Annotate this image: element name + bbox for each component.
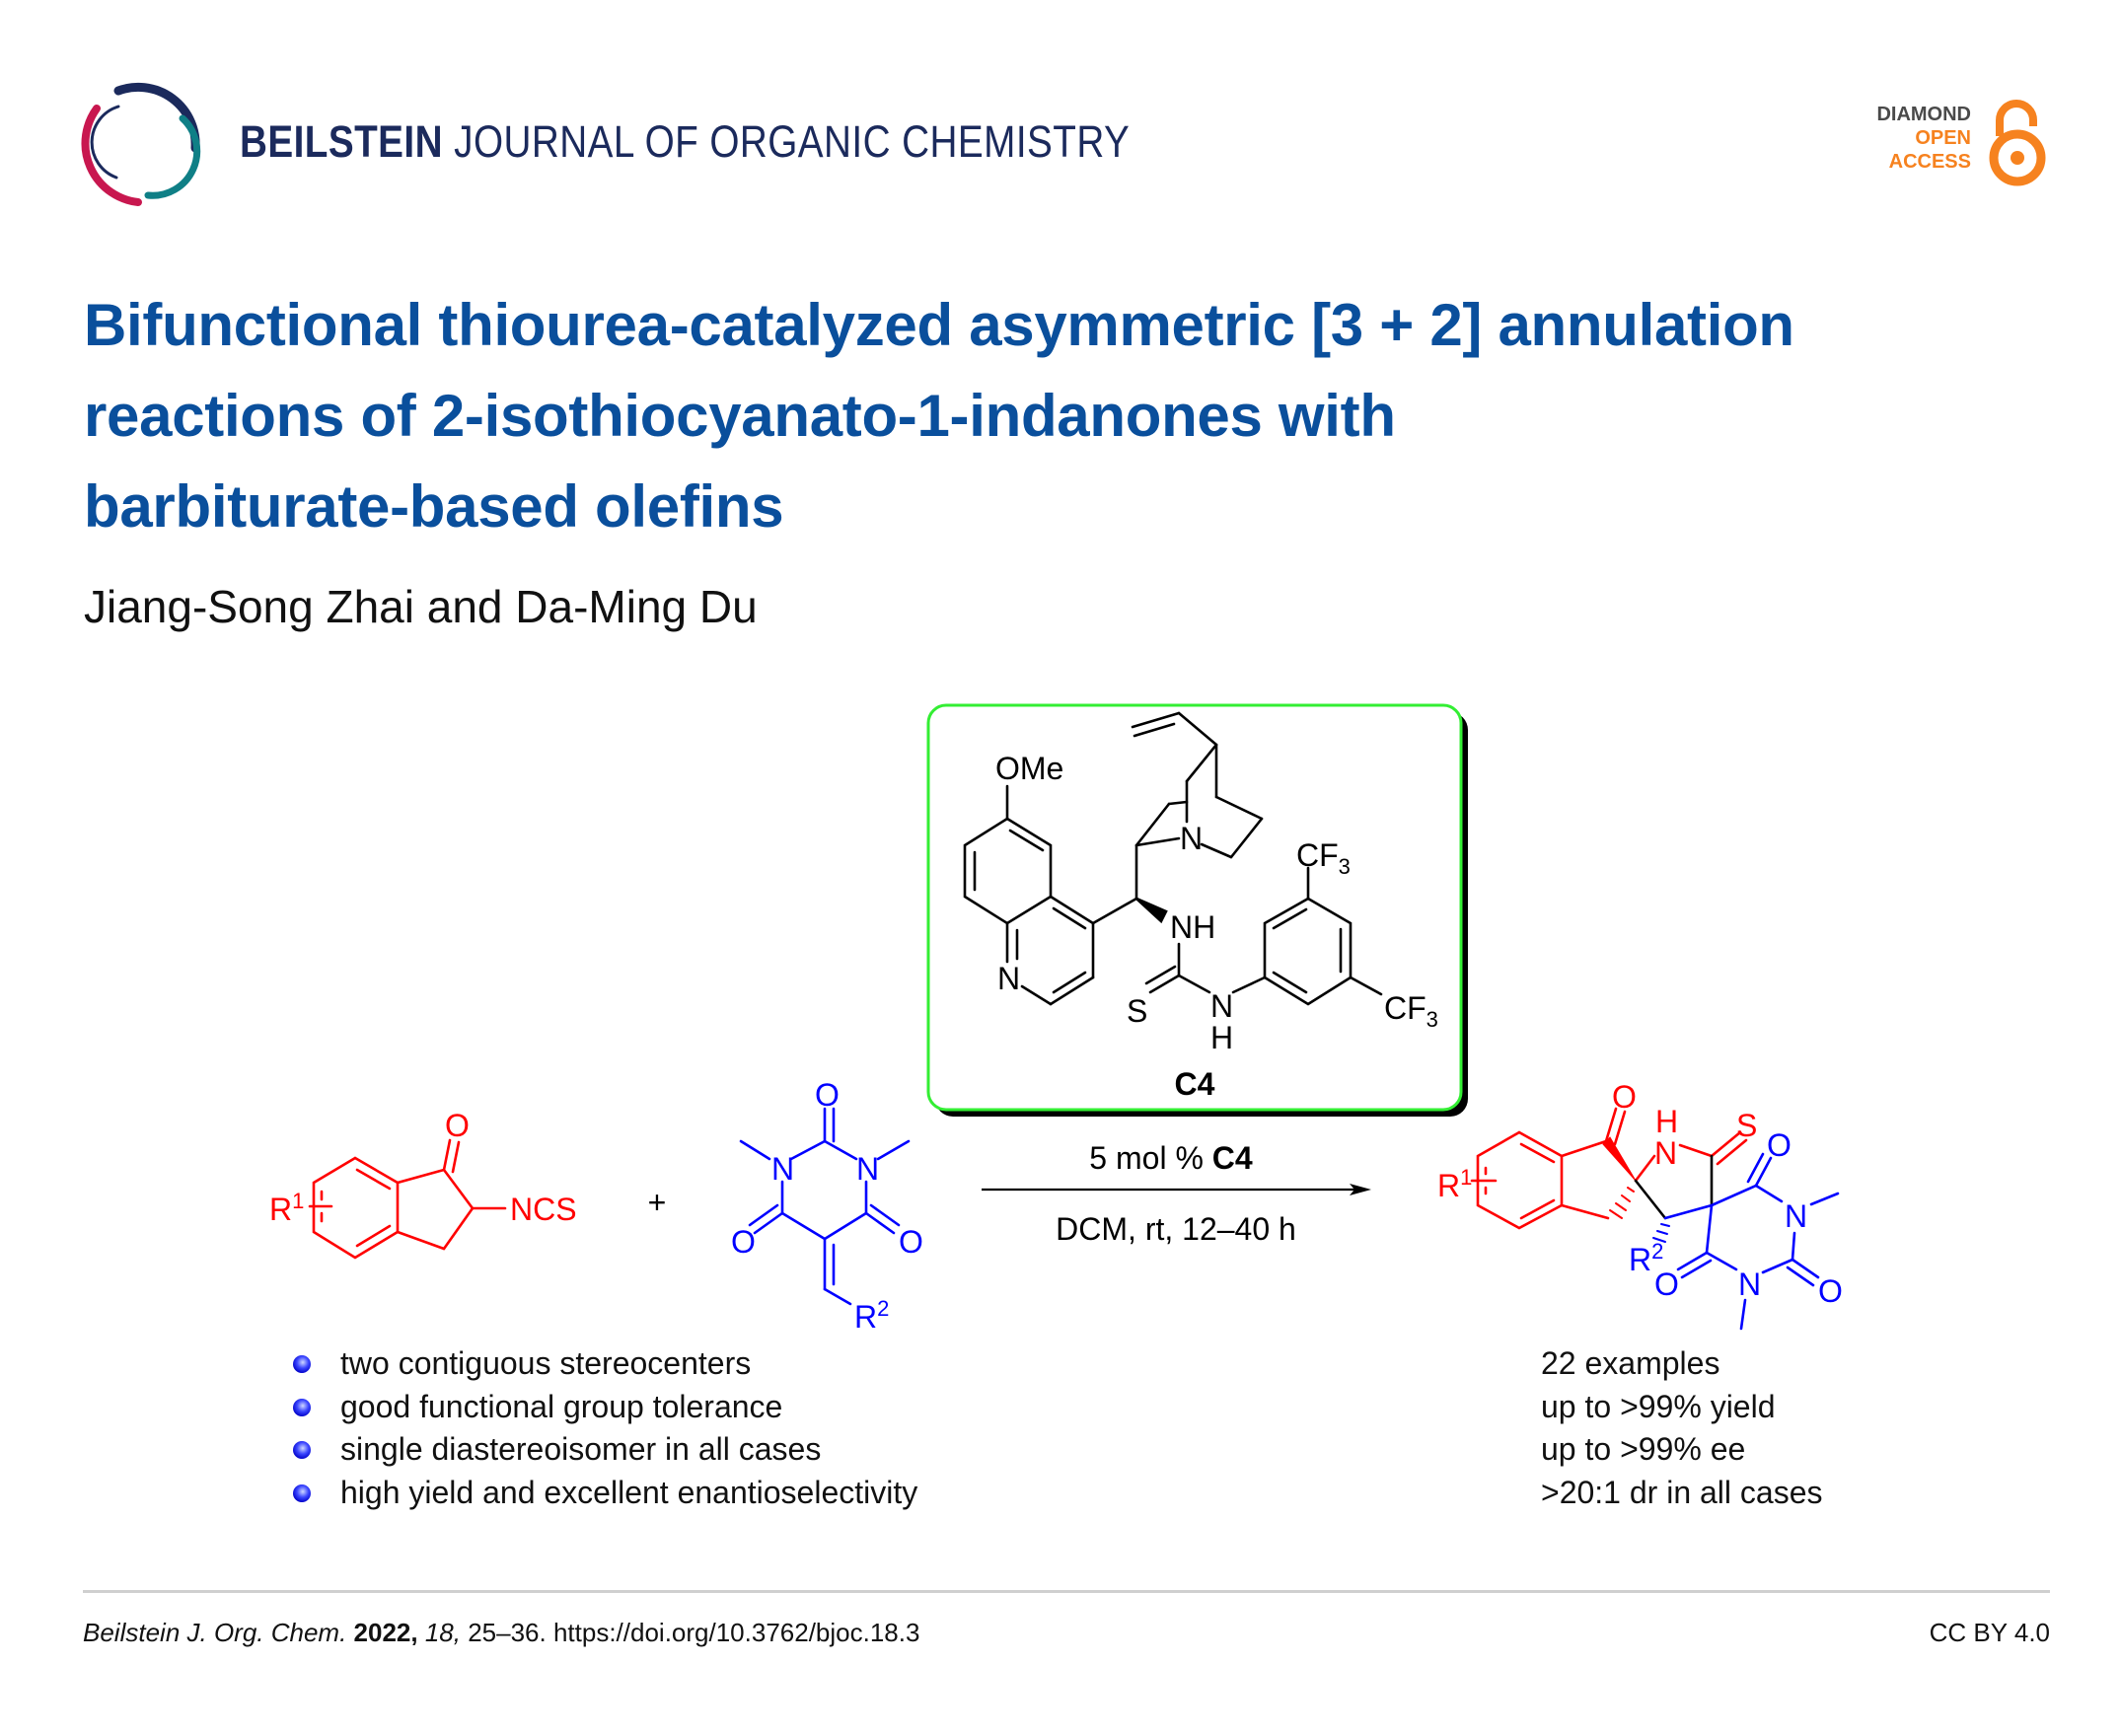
- n-label: N: [771, 1151, 794, 1187]
- thiourea-h-label: H: [1210, 1020, 1233, 1055]
- catalyst-box: [926, 703, 1468, 1117]
- diamond-open-access-badge: DIAMOND OPEN ACCESS: [1855, 100, 2052, 191]
- nh-label: NH: [1170, 909, 1215, 945]
- o-label: O: [1612, 1079, 1637, 1115]
- catalyst-structure: [963, 711, 1383, 1006]
- product-structure: [1470, 1107, 1840, 1331]
- citation-journal: Beilstein J. Org. Chem.: [83, 1618, 347, 1647]
- results-list: 22 examples up to >99% yield up to >99% …: [1541, 1345, 1823, 1517]
- citation: Beilstein J. Org. Chem. 2022, 18, 25–36.…: [83, 1618, 919, 1648]
- bullet-icon: [293, 1483, 311, 1502]
- feature-text: high yield and excellent enantioselectiv…: [340, 1474, 918, 1510]
- oa-line-open: OPEN: [1915, 127, 1971, 149]
- feature-text: two contiguous stereocenters: [340, 1345, 752, 1381]
- citation-year: 2022,: [346, 1618, 418, 1647]
- oa-line-diamond: DIAMOND: [1876, 104, 1971, 125]
- cf3-right-label: CF3: [1384, 990, 1438, 1032]
- journal-name-bold: BEILSTEIN: [240, 116, 443, 167]
- article-title: Bifunctional thiourea-catalyzed asymmetr…: [84, 280, 1794, 552]
- title-line: reactions of 2-isothiocyanato-1-indanone…: [84, 383, 1396, 449]
- bullet-icon: [293, 1441, 311, 1459]
- quinoline-n-label: N: [997, 961, 1020, 996]
- feature-list: two contiguous stereocenters good functi…: [291, 1345, 917, 1517]
- indanone-labels: O NCS R1: [269, 1108, 577, 1227]
- product-labels: O N H S R1 R2 O N O N O: [1437, 1079, 1843, 1309]
- barbiturate-labels: O N N O O R2: [731, 1077, 923, 1335]
- authors: Jiang-Song Zhai and Da-Ming Du: [84, 581, 758, 632]
- barbiturate-structure: [739, 1107, 911, 1306]
- r2-label: R2: [1629, 1239, 1663, 1277]
- oa-line-access: ACCESS: [1888, 151, 1971, 173]
- o-label: O: [899, 1224, 923, 1260]
- catalyst-labels: OMe N N NH S N H CF3 CF3 C4: [995, 751, 1438, 1102]
- o-label: O: [1818, 1273, 1843, 1309]
- journal-name: BEILSTEIN JOURNAL OF ORGANIC CHEMISTRY: [240, 116, 1130, 168]
- footer-divider: [83, 1590, 2050, 1593]
- thione-s-label: S: [1127, 993, 1147, 1029]
- bullet-icon: [293, 1398, 311, 1416]
- n-label: N: [1785, 1198, 1807, 1234]
- catalyst-label: C4: [1175, 1066, 1215, 1102]
- list-item: high yield and excellent enantioselectiv…: [291, 1475, 917, 1518]
- o-label: O: [731, 1224, 756, 1260]
- thiourea-n-label: N: [1210, 988, 1233, 1024]
- indanone-structure: [308, 1138, 507, 1260]
- r1-label: R1: [1437, 1165, 1472, 1203]
- list-item: good functional group tolerance: [291, 1389, 917, 1432]
- result-item: up to >99% yield: [1541, 1388, 1776, 1424]
- r2-label: R2: [854, 1296, 889, 1335]
- plus-sign: +: [648, 1185, 667, 1220]
- ncs-label: NCS: [510, 1192, 577, 1227]
- citation-doi-link[interactable]: 25–36. https://doi.org/10.3762/bjoc.18.3: [460, 1618, 920, 1647]
- ome-label: OMe: [995, 751, 1063, 786]
- cf3-top-label: CF3: [1296, 837, 1351, 879]
- o-label: O: [1654, 1266, 1679, 1302]
- list-item: single diastereoisomer in all cases: [291, 1431, 917, 1475]
- reaction-arrow: [982, 1184, 1371, 1195]
- result-item: up to >99% ee: [1541, 1431, 1746, 1467]
- n-label: N: [856, 1151, 879, 1187]
- carbonyl-o-label: O: [445, 1108, 470, 1143]
- bullet-icon: [293, 1355, 311, 1373]
- title-line: barbiturate-based olefins: [84, 473, 784, 540]
- citation-volume: 18,: [417, 1618, 461, 1647]
- h-label: H: [1655, 1104, 1678, 1139]
- title-line: Bifunctional thiourea-catalyzed asymmetr…: [84, 292, 1794, 358]
- o-label: O: [815, 1077, 840, 1113]
- o-label: O: [1767, 1127, 1792, 1163]
- list-item: two contiguous stereocenters: [291, 1345, 917, 1389]
- license-label: CC BY 4.0: [1929, 1618, 2050, 1647]
- conditions-solvent-time: DCM, rt, 12–40 h: [1056, 1211, 1296, 1247]
- open-lock-icon: [1989, 100, 2046, 186]
- result-item: 22 examples: [1541, 1345, 1720, 1381]
- r1-label: R1: [269, 1189, 304, 1227]
- conditions-catalyst-loading: 5 mol % C4: [1089, 1140, 1253, 1176]
- n-label: N: [1654, 1135, 1677, 1171]
- s-label: S: [1736, 1108, 1757, 1143]
- feature-text: single diastereoisomer in all cases: [340, 1431, 822, 1467]
- n-label: N: [1738, 1266, 1761, 1302]
- beilstein-logo: [81, 82, 201, 206]
- result-item: >20:1 dr in all cases: [1541, 1474, 1823, 1510]
- feature-text: good functional group tolerance: [340, 1388, 783, 1424]
- quinuclidine-n-label: N: [1180, 821, 1203, 856]
- journal-name-rest: JOURNAL OF ORGANIC CHEMISTRY: [442, 116, 1131, 167]
